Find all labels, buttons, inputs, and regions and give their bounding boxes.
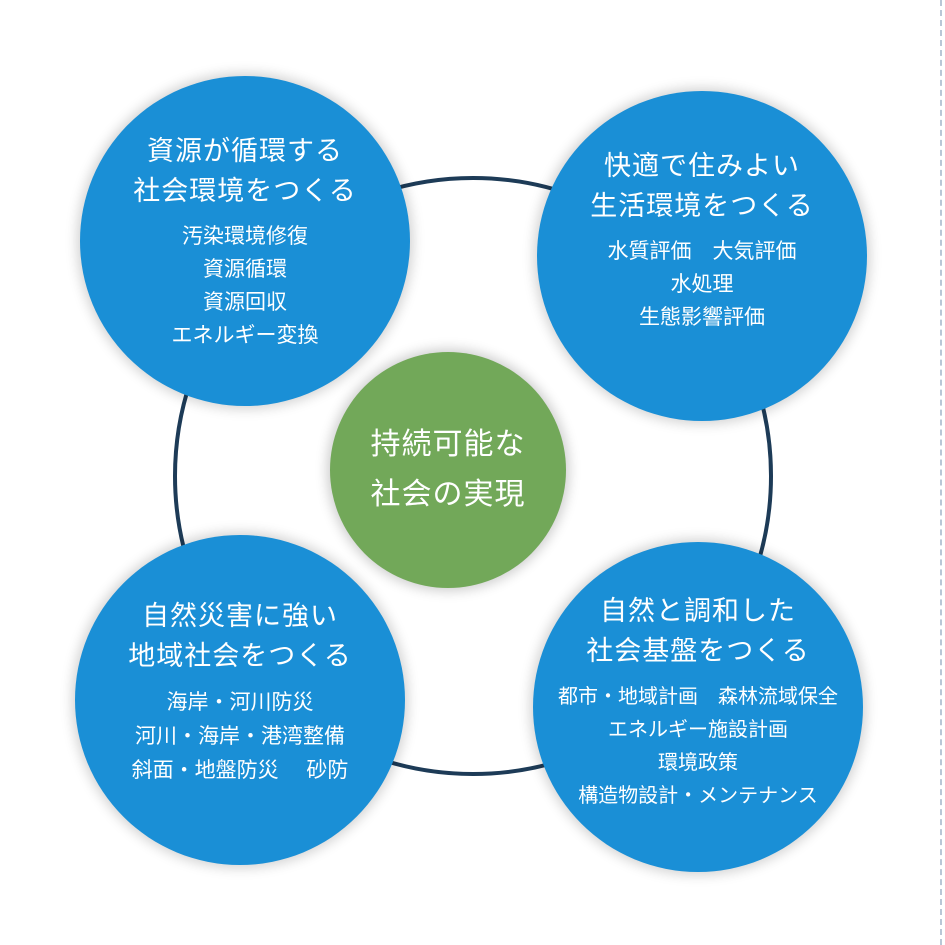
connecting-ring: [173, 176, 773, 776]
list-item: 都市・地域計画 森林流域保全: [558, 684, 838, 708]
center-content: 持続可能な 社会の実現: [330, 420, 566, 520]
list-item: 斜面・地盤防災 砂防: [131, 758, 349, 782]
center-title-line: 社会の実現: [370, 477, 526, 512]
list-item: 河川・海岸・港湾整備: [135, 724, 345, 748]
list-item: 資源回収: [203, 290, 287, 314]
bubble-content: 快適で住みよい 生活環境をつくる 水質評価 大気評価 水処理 生態影響評価: [537, 147, 867, 334]
heading-line: 快適で住みよい: [604, 151, 800, 182]
bubble-disaster-resilience: 自然災害に強い 地域社会をつくる 海岸・河川防災 河川・海岸・港湾整備 斜面・地…: [75, 535, 405, 865]
bubble-living-environment: 快適で住みよい 生活環境をつくる 水質評価 大気評価 水処理 生態影響評価: [537, 91, 867, 421]
bubble-resource-circulation: 資源が循環する 社会環境をつくる 汚染環境修復 資源循環 資源回収 エネルギー変…: [80, 76, 410, 406]
bubble-content: 資源が循環する 社会環境をつくる 汚染環境修復 資源循環 資源回収 エネルギー変…: [80, 132, 410, 352]
bubble-content: 自然と調和した 社会基盤をつくる 都市・地域計画 森林流域保全 エネルギー施設計…: [533, 592, 863, 812]
list-item: エネルギー施設計画: [608, 717, 788, 741]
bubble-heading: 快適で住みよい 生活環境をつくる: [537, 147, 867, 227]
bubble-item-list: 海岸・河川防災 河川・海岸・港湾整備 斜面・地盤防災 砂防: [75, 685, 405, 787]
center-title-line: 持続可能な: [370, 427, 526, 462]
list-item: 環境政策: [658, 750, 738, 774]
heading-line: 社会基盤をつくる: [586, 636, 810, 667]
bubble-item-list: 水質評価 大気評価 水処理 生態影響評価: [537, 235, 867, 334]
bubble-heading: 資源が循環する 社会環境をつくる: [80, 132, 410, 212]
list-item: 海岸・河川防災: [166, 690, 314, 714]
heading-line: 地域社会をつくる: [128, 641, 352, 672]
center-circle-sustainable-society: 持続可能な 社会の実現: [330, 352, 566, 588]
bubble-infrastructure: 自然と調和した 社会基盤をつくる 都市・地域計画 森林流域保全 エネルギー施設計…: [533, 542, 863, 872]
bubble-heading: 自然と調和した 社会基盤をつくる: [533, 592, 863, 672]
bubble-content: 自然災害に強い 地域社会をつくる 海岸・河川防災 河川・海岸・港湾整備 斜面・地…: [75, 597, 405, 787]
list-item: 資源循環: [203, 257, 287, 281]
list-item: 水質評価 大気評価: [607, 239, 797, 263]
heading-line: 社会環境をつくる: [133, 176, 357, 207]
heading-line: 自然と調和した: [600, 596, 796, 627]
heading-line: 自然災害に強い: [142, 601, 338, 632]
page-edge-dashed-line: [940, 0, 942, 945]
bubble-item-list: 都市・地域計画 森林流域保全 エネルギー施設計画 環境政策 構造物設計・メンテナ…: [533, 680, 863, 812]
list-item: 生態影響評価: [639, 305, 765, 329]
bubble-heading: 自然災害に強い 地域社会をつくる: [75, 597, 405, 677]
list-item: エネルギー変換: [171, 323, 319, 347]
list-item: 汚染環境修復: [182, 224, 308, 248]
heading-line: 資源が循環する: [147, 136, 343, 167]
list-item: 構造物設計・メンテナンス: [578, 783, 818, 807]
list-item: 水処理: [670, 272, 734, 296]
heading-line: 生活環境をつくる: [590, 191, 814, 222]
bubble-item-list: 汚染環境修復 資源循環 資源回収 エネルギー変換: [80, 220, 410, 352]
